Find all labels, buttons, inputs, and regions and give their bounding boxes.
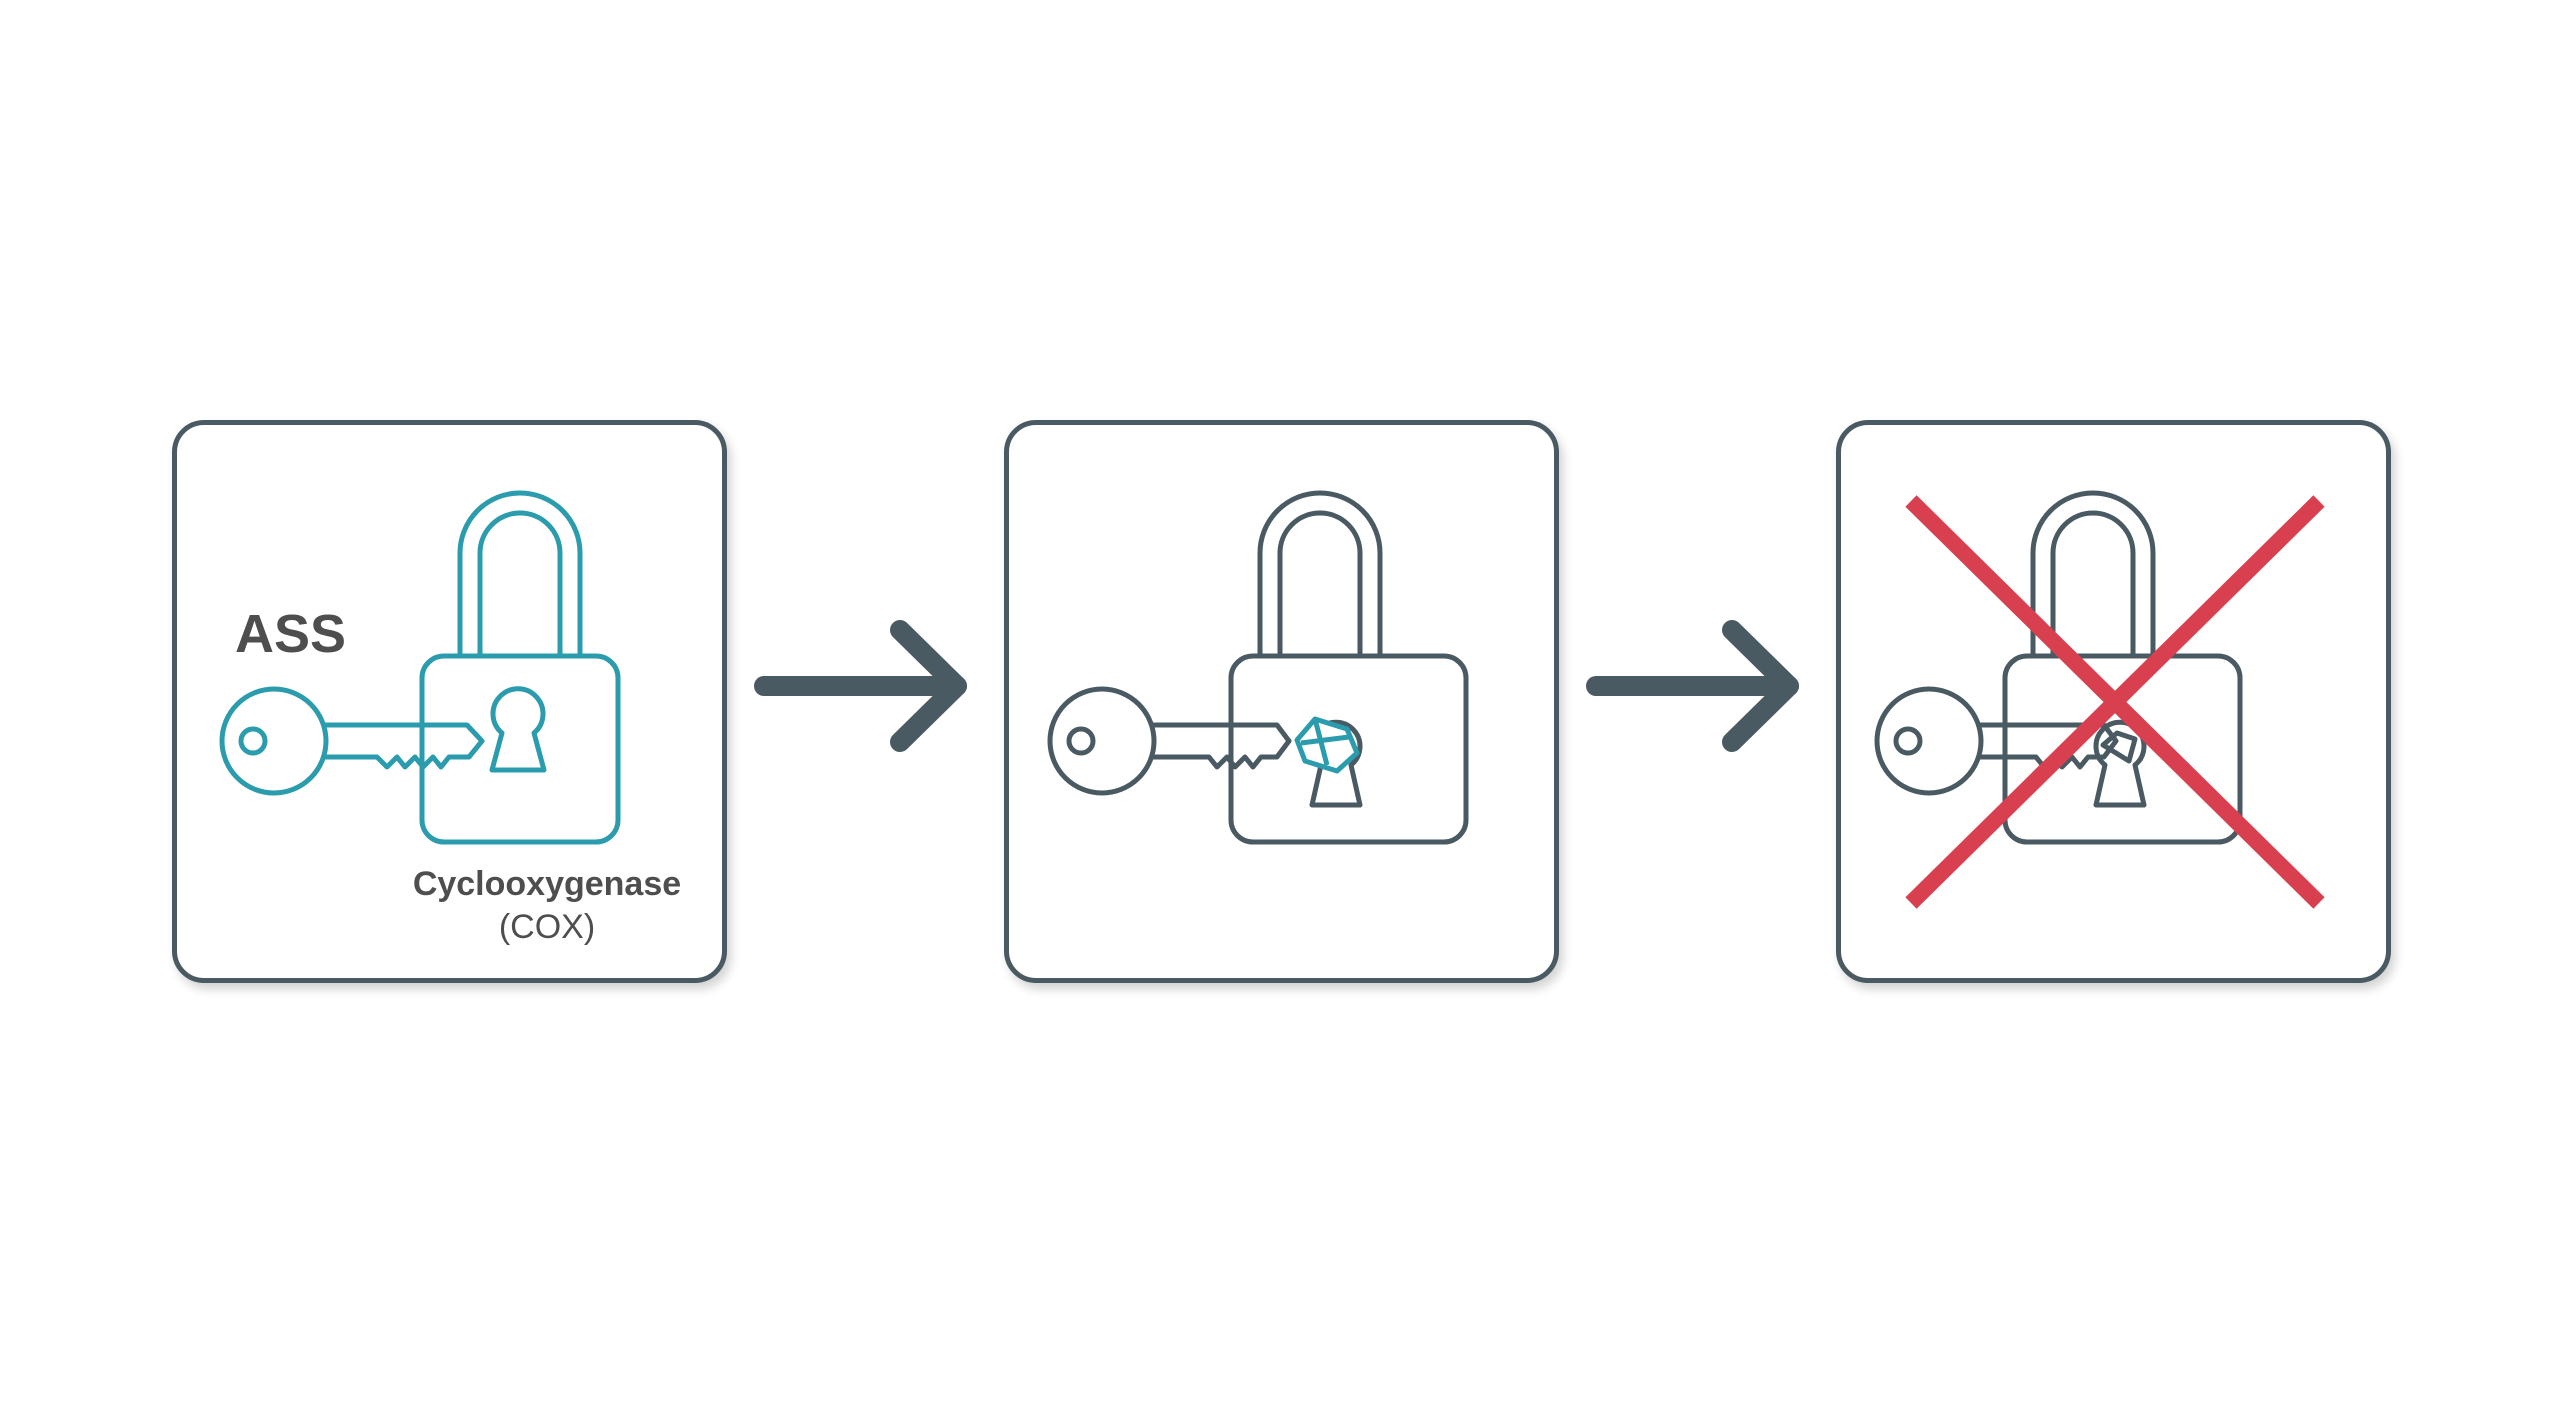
- key-bow-hole: [1893, 726, 1923, 756]
- key-bow-hole: [1066, 726, 1096, 756]
- key-icon: [1047, 686, 1157, 796]
- key-bow-hole: [238, 726, 268, 756]
- padlock-with-key-teal: [219, 490, 621, 845]
- padlock-crossed-out: [1874, 490, 2325, 909]
- panel-lock-inactivated: [1836, 420, 2391, 983]
- enzyme-abbr: (COX): [498, 908, 596, 946]
- key-icon: [219, 686, 329, 796]
- panel-key-enters-lock: ASS Cyclooxygenase (COX): [172, 420, 727, 983]
- enzyme-name: Cyclooxygenase: [412, 865, 682, 903]
- padlock-shackle: [457, 490, 583, 659]
- padlock-icon: [419, 653, 621, 845]
- padlock-icon: [2002, 653, 2243, 845]
- keyhole-icon: [2093, 719, 2147, 808]
- key-shaft: [1150, 722, 1292, 770]
- blocking-fragment-icon: [1294, 716, 1360, 774]
- panel-lock-blocked: [1004, 420, 1559, 983]
- arrow-right-icon: [754, 620, 967, 752]
- padlock-shackle: [1257, 490, 1383, 659]
- padlock-with-fragment: [1047, 490, 1469, 845]
- drug-label: ASS: [235, 604, 347, 664]
- arrow-right-icon: [1586, 620, 1799, 752]
- fragment-outline: [2100, 730, 2138, 764]
- cross-icon: [1905, 495, 2325, 909]
- keyhole-icon: [489, 686, 547, 773]
- padlock-shackle-inner: [477, 510, 563, 659]
- key-shaft: [322, 722, 485, 770]
- enzyme-label: Cyclooxygenase (COX): [392, 863, 702, 949]
- padlock-shackle-inner: [2050, 510, 2136, 659]
- key-icon: [1874, 686, 1984, 796]
- padlock-shackle-inner: [1277, 510, 1363, 659]
- padlock-shackle: [2030, 490, 2156, 659]
- padlock-icon: [1228, 653, 1469, 845]
